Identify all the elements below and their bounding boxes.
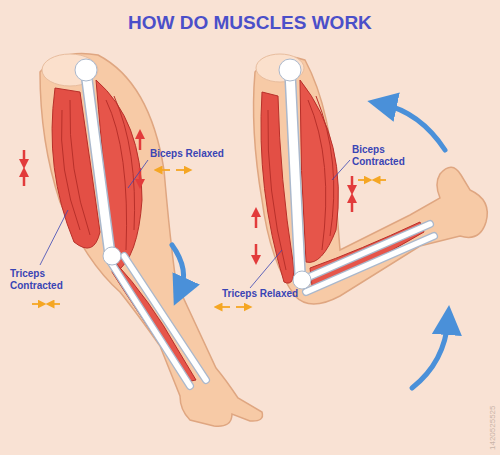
length-arrow bbox=[32, 170, 386, 307]
diagram-title: HOW DO MUSCLES WORK bbox=[128, 12, 372, 34]
leader-line bbox=[40, 160, 350, 288]
muscle-label: Biceps Relaxed bbox=[150, 148, 224, 160]
muscle-label: Triceps Relaxed bbox=[222, 288, 298, 300]
straight-arm bbox=[40, 53, 263, 426]
muscle-label: Biceps Contracted bbox=[352, 144, 414, 168]
muscle-label: Triceps Contracted bbox=[10, 268, 72, 292]
motion-arrow bbox=[172, 104, 448, 388]
force-arrow bbox=[24, 134, 352, 260]
watermark: 1420525525 bbox=[488, 406, 497, 451]
bent-arm bbox=[254, 54, 488, 304]
